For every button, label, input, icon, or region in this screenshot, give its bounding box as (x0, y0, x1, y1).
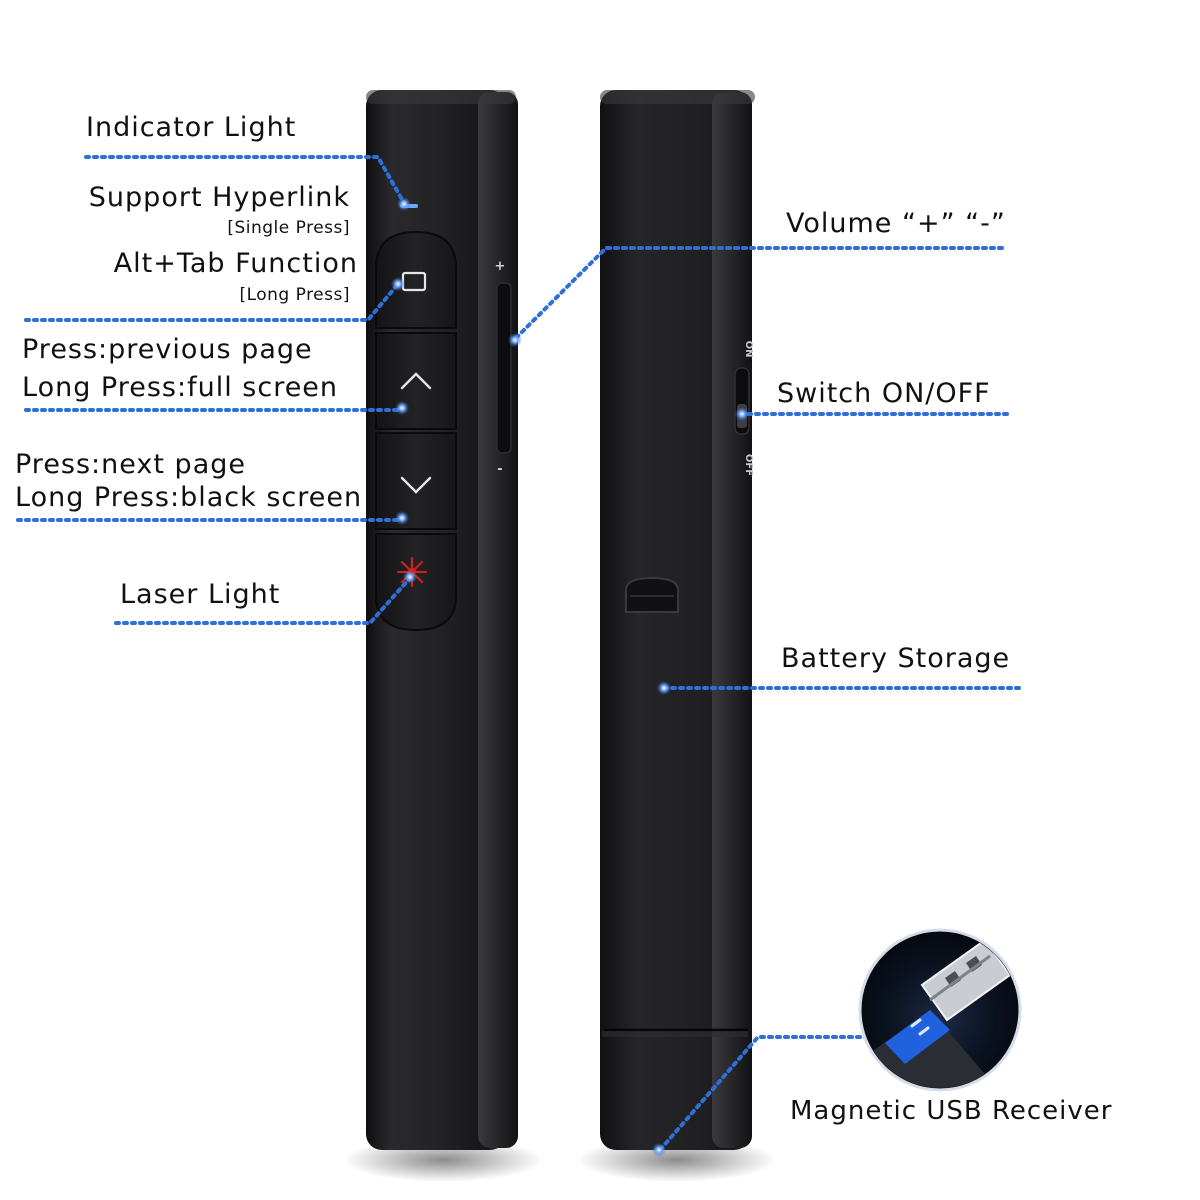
alt-tab-line (24, 282, 400, 322)
single-press-label: [Single Press] (227, 218, 350, 238)
next-page-press-label: Press:next page (15, 449, 246, 480)
presenter-remote-front: + - (366, 90, 518, 1150)
volume-plus-mark: + (495, 259, 506, 274)
support-hyperlink-label: Support Hyperlink (88, 182, 350, 213)
chevron-up-icon (400, 372, 432, 390)
usb-receiver-inset (858, 928, 1022, 1092)
callout-lines (16, 155, 1022, 1152)
laser-light-line (114, 576, 412, 625)
previous-page-button[interactable] (375, 332, 457, 430)
alt-tab-button[interactable] (375, 230, 457, 329)
callout-dots (391, 197, 749, 1157)
previous-page-press-label: Press:previous page (22, 334, 313, 365)
switch-on-mark: ON (743, 341, 754, 358)
volume-label: Volume “+” “-” (786, 208, 1006, 239)
volume-minus-mark: - (497, 462, 502, 477)
previous-page-long-press-label: Long Press:full screen (22, 372, 339, 403)
volume-rocker[interactable] (496, 282, 512, 454)
magnetic-usb-receiver-label: Magnetic USB Receiver (790, 1096, 1113, 1126)
usb-receiver-line (658, 1035, 870, 1152)
alt-tab-function-label: Alt+Tab Function (113, 248, 358, 279)
volume-line (512, 246, 1004, 342)
chevron-down-icon (400, 476, 432, 494)
usb-receiver-icon (862, 938, 1012, 1088)
next-page-long-press-label: Long Press:black screen (15, 482, 363, 513)
battery-storage-label: Battery Storage (781, 643, 1011, 674)
switch-off-mark: OFF (743, 454, 754, 476)
button-panel (375, 230, 457, 632)
indicator-light-line (84, 155, 406, 205)
indicator-light-label: Indicator Light (86, 112, 297, 143)
long-press-label: [Long Press] (239, 285, 350, 305)
laser-light-label: Laser Light (120, 579, 281, 610)
switch-on-off-label: Switch ON/OFF (777, 378, 991, 409)
presenter-remote-back: ON OFF (600, 90, 755, 1150)
laser-button[interactable] (375, 533, 457, 632)
next-page-button[interactable] (375, 432, 457, 530)
